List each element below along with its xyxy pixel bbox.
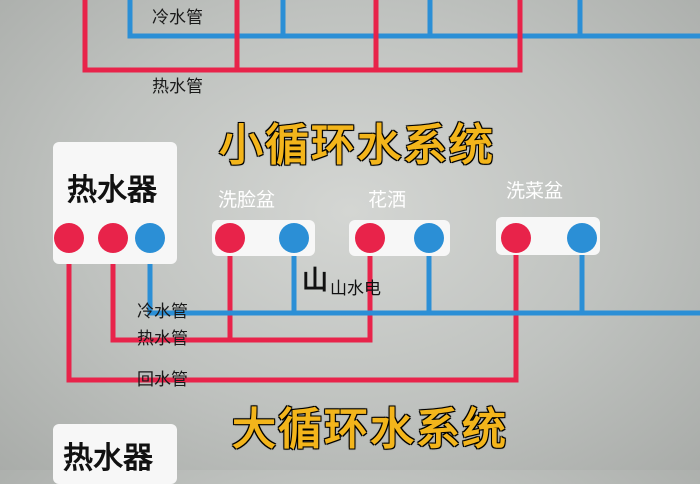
port-dots xyxy=(54,223,597,253)
top-hot-pipe-label: 热水管 xyxy=(152,77,203,97)
cold-pipe-label: 冷水管 xyxy=(137,302,188,322)
watermark-logo-icon: 山 xyxy=(302,266,329,296)
basin-hot-port xyxy=(215,223,245,253)
small-loop-title: 小循环水系统 xyxy=(219,120,495,171)
basin-cold-port xyxy=(279,223,309,253)
sink-hot-port xyxy=(501,223,531,253)
water-heater-large-label: 热水器 xyxy=(63,441,153,476)
fixture-label-shower: 花洒 xyxy=(368,189,407,211)
sink-cold-port xyxy=(567,223,597,253)
fixture-label-sink: 洗菜盆 xyxy=(506,180,564,202)
shower-hot-port xyxy=(355,223,385,253)
top-hot-pipe xyxy=(82,0,523,73)
heater-return-port xyxy=(54,223,84,253)
top-cold-pipe xyxy=(127,0,700,39)
return-pipe-label: 回水管 xyxy=(137,370,188,390)
large-loop-title: 大循环水系统 xyxy=(232,404,508,455)
watermark-text: 山水电 xyxy=(330,279,381,299)
fixture-label-basin: 洗脸盆 xyxy=(218,189,276,211)
top-cold-pipe-label: 冷水管 xyxy=(152,8,203,28)
shower-cold-port xyxy=(414,223,444,253)
heater-cold-port xyxy=(135,223,165,253)
return-pipe xyxy=(66,235,519,383)
heater-hot-port xyxy=(98,223,128,253)
water-heater-label: 热水器 xyxy=(67,173,157,208)
water-heater-large: 热水器 xyxy=(53,424,177,484)
hot-supply-pipe xyxy=(110,235,373,343)
hot-pipe-label: 热水管 xyxy=(137,329,188,349)
